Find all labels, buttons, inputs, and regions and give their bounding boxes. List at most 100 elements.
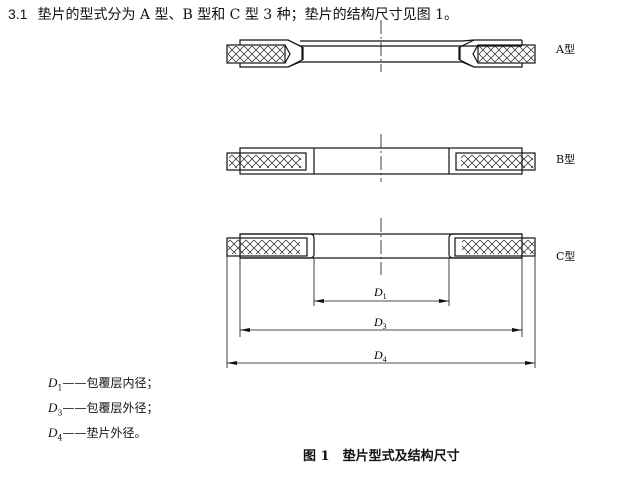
hatch-line [463, 239, 479, 255]
hatch-line [486, 45, 504, 63]
hatch-line [474, 154, 489, 169]
hatch-line [255, 239, 271, 255]
hatch-line [526, 45, 535, 54]
hatch-line [503, 239, 519, 255]
hatch-line [227, 239, 231, 243]
hatch-line [247, 239, 263, 255]
hatch-line [502, 45, 520, 63]
hatch-line [231, 239, 247, 255]
hatch-line [267, 45, 285, 63]
hatch-line [227, 45, 245, 63]
hatch-line [239, 154, 254, 169]
hatch-line [511, 154, 526, 169]
hatch-line [530, 165, 534, 169]
hatch-line [479, 154, 494, 169]
hatch-line [506, 154, 521, 169]
hatch-line [494, 45, 512, 63]
hatch-line [478, 45, 488, 55]
hatch-line [287, 241, 301, 255]
hatch-line [295, 154, 302, 161]
hatch-line [275, 53, 285, 63]
hatch-line [234, 154, 249, 169]
hatch-line [235, 45, 253, 63]
hatch-line [513, 239, 529, 255]
hatch-line [487, 239, 503, 255]
hatch-line [489, 239, 505, 255]
figure-caption: 图 1 垫片型式及结构尺寸 [303, 449, 460, 464]
hatch-line [242, 154, 257, 169]
hatch-line [285, 239, 301, 255]
hatch-line [279, 239, 295, 255]
hatch-line [465, 239, 481, 255]
legend-d3: D3——包覆层外径； [48, 400, 159, 418]
hatch-line [251, 45, 269, 63]
hatch-line [471, 154, 486, 169]
hatch-line [228, 154, 233, 159]
hatch-line [263, 239, 279, 255]
hatch-line [487, 154, 502, 169]
hatch-line [243, 45, 261, 63]
hatch-line [295, 249, 301, 255]
hatch-line [461, 239, 465, 243]
hatch-line [253, 239, 269, 255]
hatch-line [473, 239, 489, 255]
hatch-line [460, 154, 473, 167]
hatch-line [518, 46, 535, 63]
hatch-line [277, 239, 293, 255]
cross-hatching-c [227, 239, 535, 255]
hatch-line [527, 154, 534, 161]
dim-label-d4: D4 [373, 348, 387, 364]
hatch-line [298, 165, 302, 169]
hatch-line [482, 154, 497, 169]
hatch-line [461, 245, 471, 255]
hatch-line [461, 239, 473, 251]
type-label-a: A型 [556, 43, 575, 56]
hatch-line [490, 154, 505, 169]
hatch-line [274, 154, 289, 169]
hatch-line [466, 154, 481, 169]
hatch-line [237, 239, 253, 255]
hatch-line [279, 154, 294, 169]
hatch-line [460, 154, 465, 159]
hatch-line [527, 239, 535, 247]
type-label-c: C型 [556, 250, 576, 263]
hatch-line [497, 239, 513, 255]
hatch-line [478, 45, 496, 63]
hatch-line [522, 157, 534, 169]
hatch-line [463, 154, 478, 169]
hatch-line [239, 239, 255, 255]
hatch-line [481, 239, 497, 255]
hatch-line [511, 239, 527, 255]
hatch-line [245, 239, 261, 255]
hatch-line [247, 154, 262, 169]
gasket-type-b [226, 147, 536, 175]
section-text: 垫片的型式分为 A 型、B 型和 C 型 3 种；垫片的结构尺寸见图 1。 [37, 7, 458, 23]
hatch-line [479, 239, 495, 255]
hatch-line [510, 45, 528, 63]
hatch-line [228, 154, 241, 167]
legend-d4: D4——垫片外径。 [48, 425, 147, 443]
hatch-line [231, 154, 246, 169]
hatch-line [263, 154, 278, 169]
hatch-line [498, 154, 513, 169]
hatch-line [229, 239, 245, 255]
hatch-line [471, 239, 487, 255]
hatch-line [259, 45, 277, 63]
legend-d1: D1——包覆层内径； [48, 375, 159, 393]
hatch-line [518, 45, 535, 62]
hatch-line [250, 154, 265, 169]
hatch-line [503, 154, 518, 169]
hatch-line [293, 239, 301, 247]
hatch-line [271, 239, 287, 255]
dim-label-d3: D3 [373, 315, 387, 331]
gasket-type-a [226, 39, 536, 68]
hatch-line [227, 45, 237, 55]
hatch-line [261, 239, 277, 255]
hatch-line [282, 154, 297, 169]
hatch-line [271, 154, 286, 169]
hatch-line [258, 154, 273, 169]
hatch-line [287, 154, 302, 169]
hatch-line [266, 154, 281, 169]
dim-label-d1: D1 [373, 285, 387, 301]
